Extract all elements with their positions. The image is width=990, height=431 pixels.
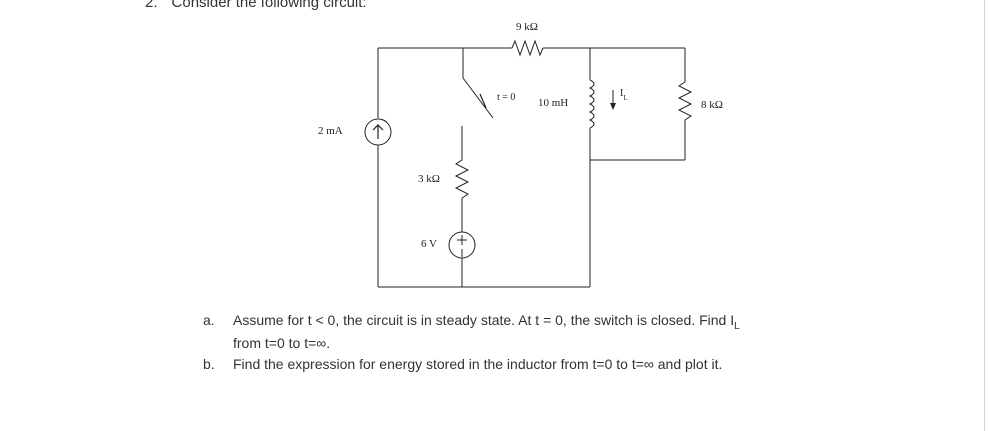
circuit-diagram: 9 kΩ 8 kΩ 3 kΩ 2 mA 6 V 10 mH t = 0 IL	[318, 21, 723, 288]
resistor-8k-label: 8 kΩ	[701, 99, 723, 111]
question-label: a.	[203, 312, 215, 328]
question-subscript: L	[734, 321, 740, 332]
inductor-symbol	[588, 79, 595, 129]
resistor-9k-symbol	[511, 39, 544, 57]
question-number: 2.	[145, 0, 158, 11]
voltage-source-label: 6 V	[421, 238, 437, 250]
inductor-label: 10 mH	[538, 97, 568, 109]
question-heading-text: Consider the following circuit:	[171, 0, 367, 11]
question-text: Find the expression for energy stored in…	[233, 356, 723, 372]
resistor-8k-symbol	[677, 81, 693, 121]
question-heading: 2. Consider the following circuit:	[145, 0, 367, 11]
question-item-b: b. Find the expression for energy stored…	[203, 354, 903, 375]
resistor-3k-symbol	[454, 159, 470, 199]
question-text-continued: from t=0 to t=∞.	[233, 335, 331, 351]
resistor-3k-label: 3 kΩ	[418, 173, 440, 185]
question-item-a: a. Assume for t < 0, the circuit is in s…	[203, 310, 903, 354]
current-source-label: 2 mA	[318, 125, 343, 137]
switch-blade	[462, 77, 494, 119]
current-label: IL	[620, 88, 628, 102]
page-right-border	[984, 0, 985, 431]
question-label: b.	[203, 356, 215, 372]
switch-time-label: t = 0	[497, 92, 515, 103]
resistor-9k-label: 9 kΩ	[516, 21, 538, 33]
question-list: a. Assume for t < 0, the circuit is in s…	[203, 310, 903, 375]
question-text: Assume for t < 0, the circuit is in stea…	[233, 312, 735, 328]
